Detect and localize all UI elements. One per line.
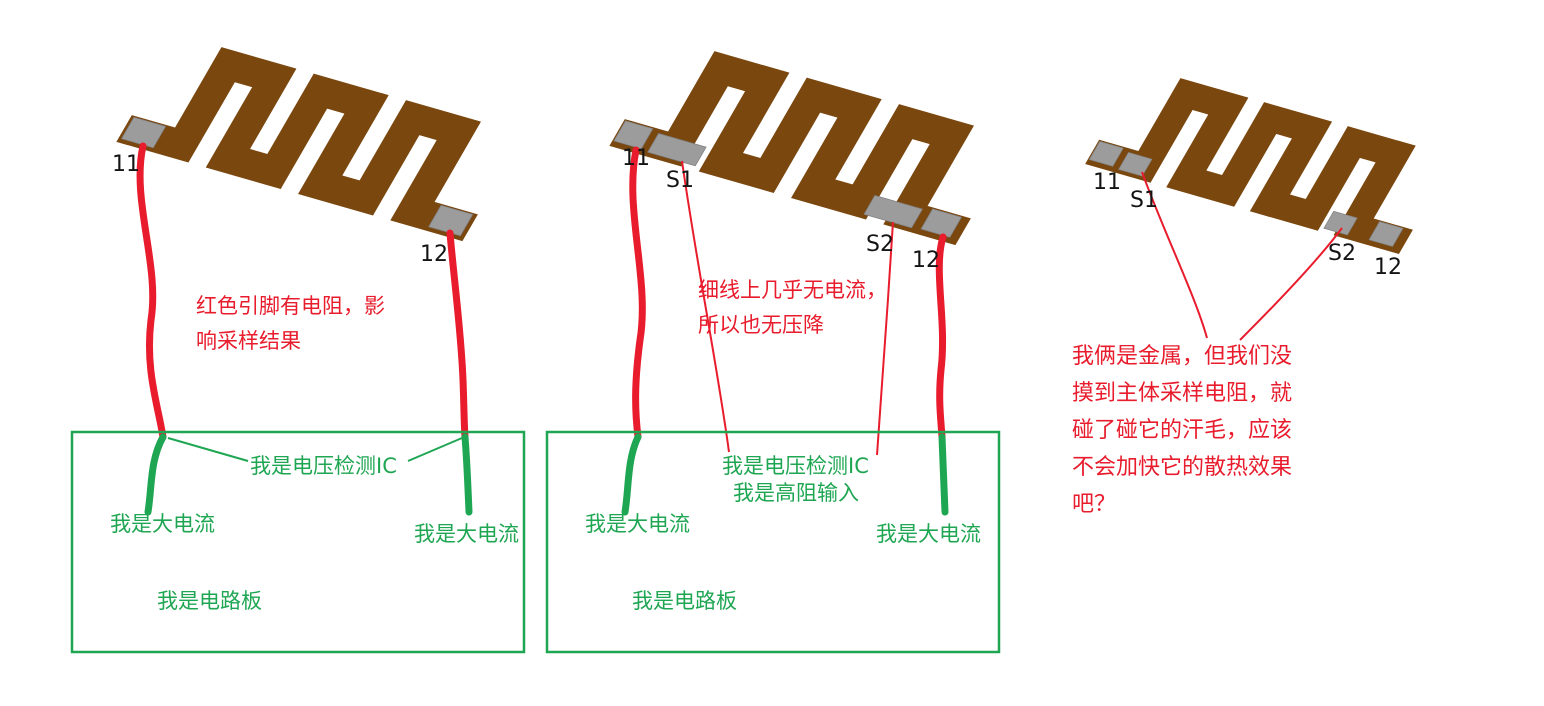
note-nocurrent-line1: 细线上几乎无电流， <box>698 278 887 302</box>
wire-green-right-2 <box>938 433 949 516</box>
pad-label-11: 11 <box>622 146 650 171</box>
note-line: 不会加快它的散热效果 <box>1072 455 1293 480</box>
note-resistance-line1: 红色引脚有电阻，影 <box>196 294 385 318</box>
note-line: 碰了碰它的汗毛，应该 <box>1072 418 1293 443</box>
wire-green-left-2 <box>621 433 642 516</box>
pad-label-11: 11 <box>1093 170 1121 195</box>
pad-label-12: 12 <box>912 248 940 273</box>
pad-label-12: 12 <box>1374 255 1402 280</box>
pointer-line-ic-left-1 <box>167 437 249 462</box>
current-label-right: 我是大电流 <box>414 522 519 546</box>
pad-label-s1: S1 <box>1130 188 1158 213</box>
shunt-resistor-sense-pads <box>1085 78 1416 255</box>
ic-label: 我是电压检测IC <box>722 454 869 478</box>
circuit-board-box-2 <box>545 430 1001 654</box>
shunt-resistor-basic <box>116 47 481 242</box>
pointer-line-s2-3 <box>1239 227 1343 341</box>
note-metal-whiskers: 我俩是金属，但我们没 摸到主体采样电阻，就 碰了碰它的汗毛，应该 不会加快它的散… <box>1072 338 1332 523</box>
shunt-resistor-kelvin <box>609 51 974 246</box>
wire-red-left-1 <box>136 142 167 441</box>
board-label: 我是电路板 <box>157 589 262 613</box>
note-line: 吧？ <box>1072 492 1117 517</box>
pad-label-12: 12 <box>420 242 448 267</box>
resistor-body <box>609 51 974 246</box>
pad-label-s2: S2 <box>866 232 894 257</box>
wire-red-left-2 <box>629 146 646 441</box>
pointer-line-s1-3 <box>1141 171 1208 339</box>
wire-green-right-1 <box>461 433 473 516</box>
board-label: 我是电路板 <box>632 589 737 613</box>
terminal-pad-12 <box>428 204 474 237</box>
sense-pad-s1 <box>647 133 707 167</box>
pad-label-s1: S1 <box>666 168 694 193</box>
sense-pad-s2 <box>863 195 923 229</box>
pad-label-11: 11 <box>112 152 140 177</box>
resistor-body <box>116 47 481 242</box>
sense-pad-s1 <box>1118 152 1153 177</box>
sense-pad-s2 <box>1323 210 1358 236</box>
sense-line-s1-2 <box>681 160 730 453</box>
wire-red-right-1 <box>446 229 469 441</box>
note-line: 我俩是金属，但我们没 <box>1072 344 1293 369</box>
current-label-left: 我是大电流 <box>110 512 215 536</box>
terminal-pad-11 <box>121 116 167 149</box>
wire-red-right-2 <box>935 233 947 441</box>
terminal-pad-12 <box>1368 221 1404 247</box>
pad-label-s2: S2 <box>1328 241 1356 266</box>
ic-label: 我是电压检测IC <box>250 454 397 478</box>
terminal-pad-11 <box>1088 140 1124 167</box>
note-nocurrent-line2: 所以也无压降 <box>698 313 824 337</box>
resistor-body <box>1085 78 1416 255</box>
pointer-line-ic-right-1 <box>407 437 463 462</box>
circuit-board-box-1 <box>70 430 526 654</box>
terminal-pad-12 <box>920 208 962 238</box>
current-label-right: 我是大电流 <box>876 522 981 546</box>
terminal-pad-11 <box>613 120 654 150</box>
note-resistance-line2: 响采样结果 <box>196 329 301 353</box>
sense-line-s2-2 <box>876 221 894 456</box>
current-label-left: 我是大电流 <box>585 512 690 536</box>
wire-green-left-1 <box>144 433 167 516</box>
high-impedance-label: 我是高阻输入 <box>733 481 859 505</box>
note-line: 摸到主体采样电阻，就 <box>1072 381 1293 406</box>
